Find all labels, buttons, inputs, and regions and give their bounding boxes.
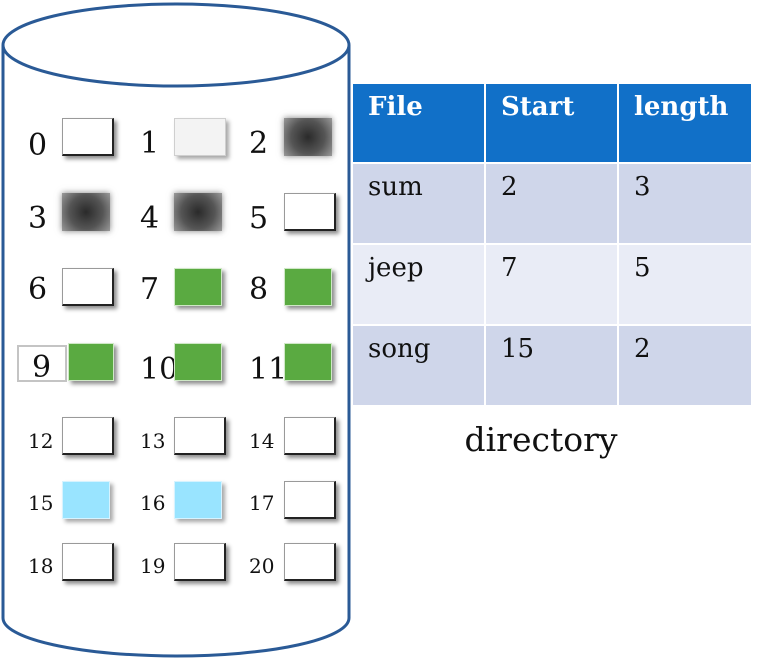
disk-block-11: [284, 343, 332, 381]
block-number: 13: [140, 429, 166, 453]
block-number: 1: [140, 126, 160, 161]
directory-row: song 15 2: [351, 324, 753, 407]
block-number: 15: [28, 491, 54, 515]
block-number: 12: [28, 429, 54, 453]
block-number: 17: [249, 491, 275, 515]
disk-block-16: [174, 481, 222, 519]
block-number: 11: [249, 352, 288, 387]
disk-block-5: [284, 193, 336, 231]
block-number: 5: [249, 201, 269, 236]
block-number: 3: [28, 201, 48, 236]
disk-block-6: [62, 268, 114, 306]
row-start: 2: [484, 162, 619, 245]
disk-block-3: [62, 193, 110, 231]
block-number: 20: [249, 554, 275, 578]
block-number: 4: [140, 201, 160, 236]
disk-block-4: [174, 193, 222, 231]
directory-row: sum 2 3: [351, 162, 753, 245]
row-start: 15: [484, 324, 619, 407]
disk-block-10: [174, 343, 222, 381]
row-file: sum: [351, 162, 486, 245]
block-number: 8: [249, 272, 269, 307]
header-length: length: [617, 82, 753, 164]
block-number: 10: [140, 352, 179, 387]
disk-block-18: [62, 543, 114, 581]
block-number: 0: [28, 128, 48, 163]
disk-block-20: [284, 543, 336, 581]
disk-block-15: [62, 481, 110, 519]
row-start: 7: [484, 243, 619, 326]
directory-header-row: File Start length: [351, 82, 753, 164]
block-number: 2: [249, 126, 269, 161]
row-file: jeep: [351, 243, 486, 326]
cylinder-top: [1, 2, 351, 88]
header-start: Start: [484, 82, 619, 164]
disk-block-1: [174, 118, 226, 156]
disk-block-7: [174, 268, 222, 306]
row-length: 5: [617, 243, 753, 326]
block-number: 7: [140, 272, 160, 307]
directory-row: jeep 7 5: [351, 243, 753, 326]
disk-block-14: [284, 417, 336, 455]
block-number: 14: [249, 429, 275, 453]
disk-block-2: [284, 118, 332, 156]
block-number: 16: [140, 491, 166, 515]
disk-block-13: [174, 417, 226, 455]
block-number: 9: [32, 350, 52, 385]
disk-block-12: [62, 417, 114, 455]
disk-block-19: [174, 543, 226, 581]
block-number: 6: [28, 272, 48, 307]
disk-block-0: [62, 118, 114, 156]
directory-table: File Start length sum 2 3 jeep 7 5 song …: [351, 82, 753, 407]
row-file: song: [351, 324, 486, 407]
disk-block-17: [284, 481, 336, 519]
row-length: 3: [617, 162, 753, 245]
disk-block-8: [284, 268, 332, 306]
directory-caption: directory: [464, 420, 618, 459]
disk-block-9: [68, 343, 114, 381]
header-file: File: [351, 82, 486, 164]
block-9-frame: [17, 345, 67, 382]
row-length: 2: [617, 324, 753, 407]
block-number: 19: [140, 554, 166, 578]
block-number: 18: [28, 554, 54, 578]
